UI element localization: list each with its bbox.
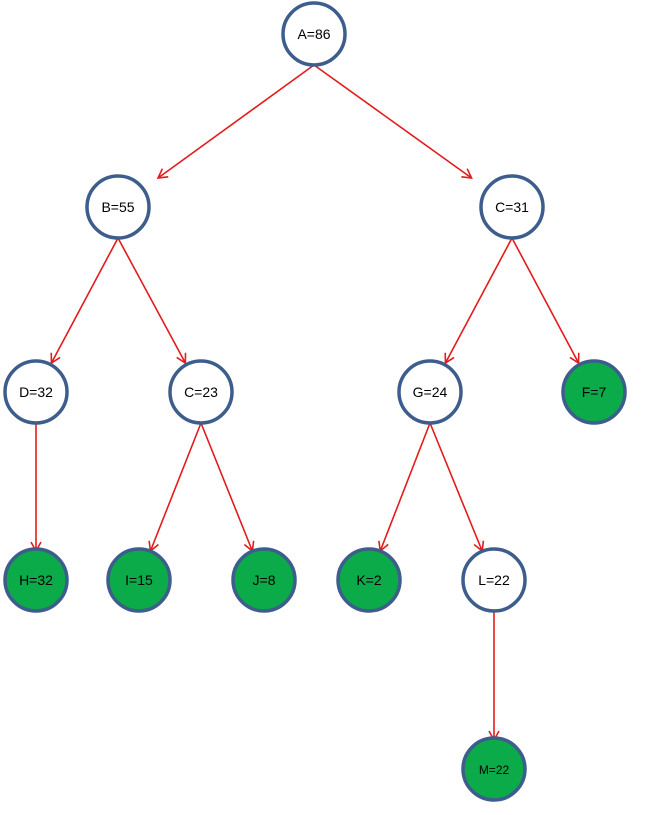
node-f: F=7 [561,359,627,425]
node-label-m: M=22 [479,763,510,777]
node-i: I=15 [106,547,172,613]
node-circle-c2 [168,359,234,425]
edge-g-k [378,422,431,553]
node-d: D=32 [3,359,69,425]
node-label-a: A=86 [297,26,330,42]
nodes-layer: A=86B=55 C=31D=32 C=23 G=24 F=7H=32 I=15 J=8 K=… [3,1,627,802]
edges-layer [30,64,580,742]
node-label-g: G=24 [413,384,448,400]
node-circle-f [561,359,627,425]
node-k: K=2 [336,547,402,613]
node-circle-i [106,547,172,613]
node-g: G=24 [397,359,463,425]
edge-c1-g [444,237,513,365]
node-label-b: B=55 [101,199,134,215]
node-b: B=55 [85,174,151,240]
node-label-j: J=8 [253,572,276,588]
edge-b-d [50,237,119,365]
node-h: H=32 [3,547,69,613]
node-label-f: F=7 [582,384,607,400]
node-circle-h [3,547,69,613]
node-label-l: L=22 [478,572,510,588]
node-circle-m [461,736,527,802]
edge-c2-i [148,422,202,553]
edge-c2-j [200,422,255,553]
node-label-h: H=32 [19,572,53,588]
node-circle-k [336,547,402,613]
node-circle-b [85,174,151,240]
edge-b-c2 [117,237,187,365]
node-label-d: D=32 [19,384,53,400]
node-circle-j [231,547,297,613]
edge-g-l [429,422,485,553]
node-j: J=8 [231,547,297,613]
node-label-c2: C=23 [184,384,218,400]
node-label-k: K=2 [356,572,382,588]
node-circle-a [281,1,347,67]
node-a: A=86 [281,1,347,67]
edge-a-b [156,64,315,179]
node-circle-c1 [479,174,545,240]
node-circle-g [397,359,463,425]
edge-a-c1 [313,64,473,179]
node-label-c1: C=31 [495,199,529,215]
node-m: M=22 [461,736,527,802]
node-l: L=22 [461,547,527,613]
node-c1: C=31 [479,174,545,240]
node-c2: C=23 [168,359,234,425]
node-circle-d [3,359,69,425]
node-label-i: I=15 [125,572,153,588]
edge-c1-f [511,237,580,365]
node-circle-l [461,547,527,613]
